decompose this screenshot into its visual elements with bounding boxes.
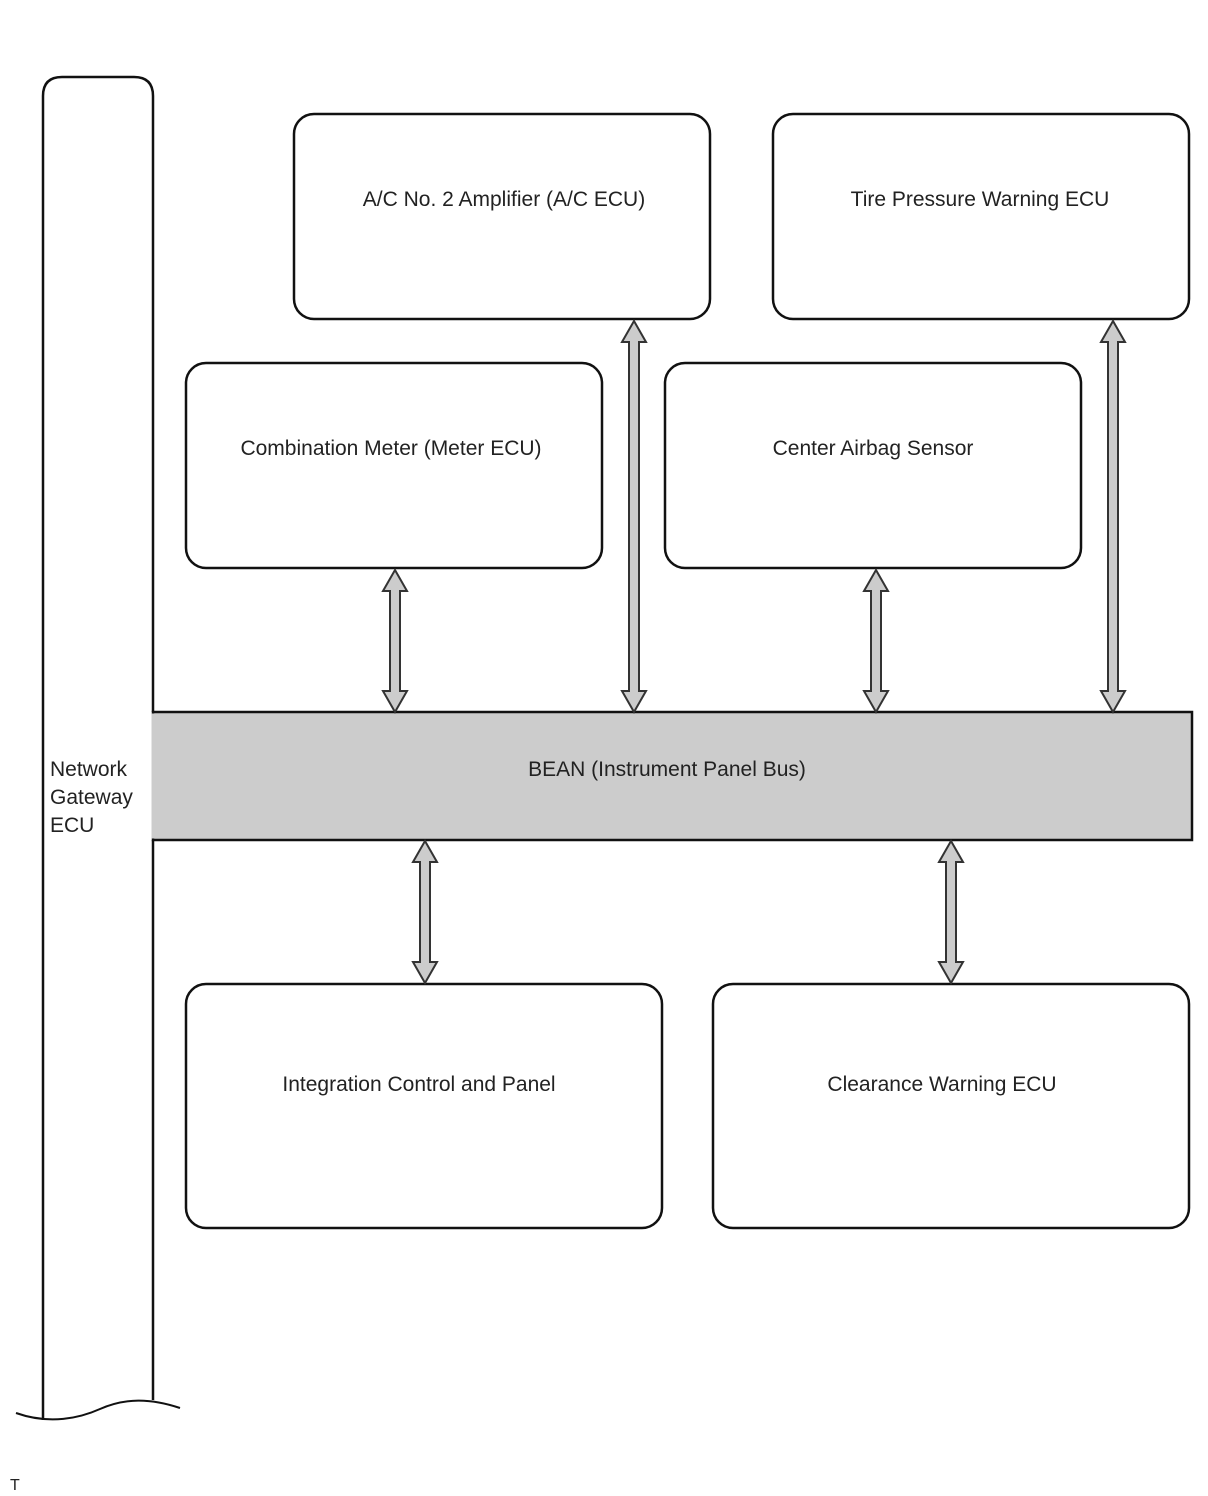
ecu-label-clearance-warning: Clearance Warning ECU [827, 1073, 1056, 1096]
arrow-tire-pressure-bus [1099, 318, 1127, 715]
ecu-box-tire-pressure-frame [771, 112, 1191, 321]
ecu-label-tire-pressure: Tire Pressure Warning ECU [851, 188, 1110, 211]
bean-bus: BEAN (Instrument Panel Bus) [151, 710, 1194, 842]
corner-mark: T [10, 1477, 20, 1494]
ecu-label-center-airbag: Center Airbag Sensor [773, 437, 974, 460]
ecu-label-combination-meter: Combination Meter (Meter ECU) [240, 437, 541, 460]
ecu-box-ac-amplifier-frame [292, 112, 712, 321]
gateway-ecu: Network Gateway ECU [15, 75, 181, 1421]
ecu-box-center-airbag: Center Airbag Sensor [663, 361, 1083, 570]
ecu-box-combination-meter-frame [184, 361, 604, 570]
arrow-bus-clearance-warning [937, 838, 965, 986]
ecu-box-ac-amplifier: A/C No. 2 Amplifier (A/C ECU) [292, 112, 712, 321]
gateway-ecu-break-line [15, 1399, 181, 1421]
gateway-ecu-label-line-2: Gateway [50, 786, 133, 809]
ecu-box-center-airbag-frame [663, 361, 1083, 570]
gateway-ecu-label-line-3: ECU [50, 814, 94, 837]
ecu-box-clearance-warning: Clearance Warning ECU [711, 982, 1191, 1230]
ecu-label-integration-control: Integration Control and Panel [282, 1073, 555, 1096]
ecu-label-ac-amplifier: A/C No. 2 Amplifier (A/C ECU) [363, 188, 645, 211]
ecu-box-integration-control: Integration Control and Panel [184, 982, 664, 1230]
gateway-ecu-outline [41, 75, 155, 1420]
bean-bus-label: BEAN (Instrument Panel Bus) [528, 758, 806, 781]
ecu-box-tire-pressure: Tire Pressure Warning ECU [771, 112, 1191, 321]
ecu-box-clearance-warning-frame [711, 982, 1191, 1230]
gateway-ecu-label: Network Gateway ECU [50, 758, 139, 837]
arrow-center-airbag-bus [862, 567, 890, 715]
arrow-ac-amplifier-bus [620, 318, 648, 715]
ecu-box-integration-control-frame [184, 982, 664, 1230]
arrow-bus-integration-control [411, 838, 439, 986]
arrow-combination-meter-bus [381, 567, 409, 715]
ecu-box-combination-meter: Combination Meter (Meter ECU) [184, 361, 604, 570]
gateway-ecu-label-line-1: Network [50, 758, 128, 781]
